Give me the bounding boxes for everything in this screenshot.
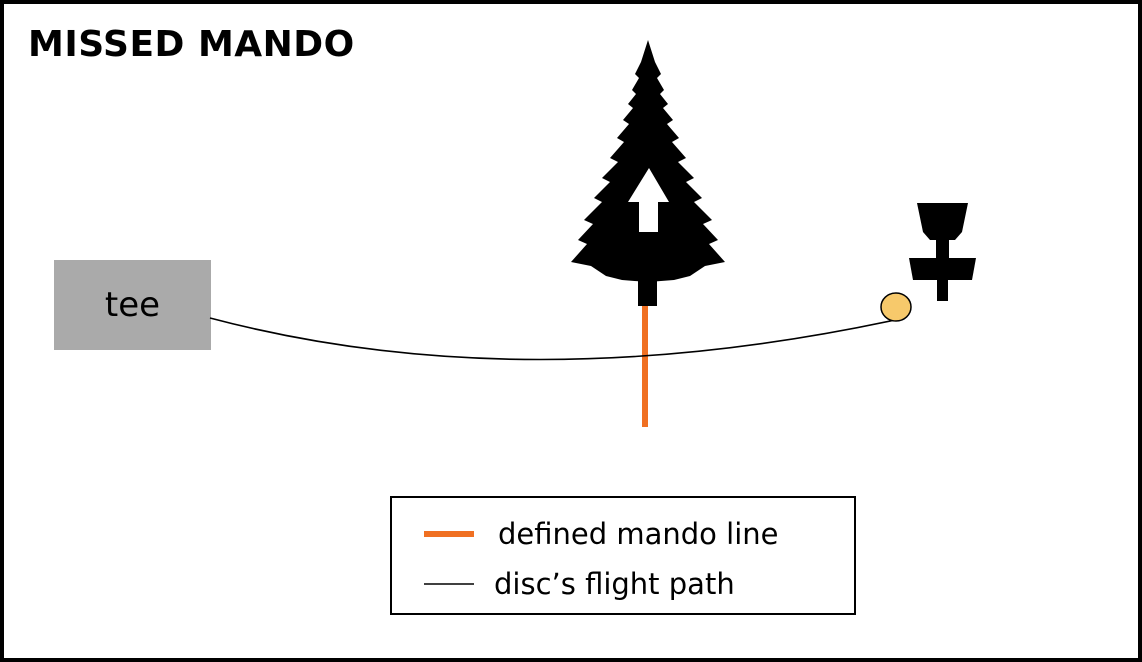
tee-box: tee: [54, 260, 211, 350]
basket-chains: [917, 203, 968, 240]
tee-box-shape: [54, 260, 211, 350]
disc-icon: [880, 292, 912, 322]
legend-item-flight-path: disc’s flight path: [392, 564, 854, 604]
legend-label-flight-path: disc’s flight path: [494, 567, 735, 601]
legend-item-mando-line: defined mando line: [392, 514, 854, 554]
flight-path: [209, 317, 896, 361]
diagram-title: MISSED MANDO: [28, 24, 355, 65]
basket-pole-lower: [937, 280, 948, 301]
pine-tree-icon: [571, 40, 725, 306]
tree-canopy: [571, 40, 725, 282]
tee-label: tee: [104, 285, 161, 325]
disc-golf-basket-icon: [909, 203, 976, 301]
legend: defined mando line disc’s flight path: [390, 496, 856, 615]
legend-swatch-mando-line: [424, 531, 474, 537]
up-arrow-icon: [628, 168, 669, 232]
legend-label-mando-line: defined mando line: [498, 517, 779, 551]
basket-tray: [909, 258, 976, 280]
basket-pole-upper: [936, 240, 949, 258]
legend-swatch-flight-path: [424, 583, 474, 585]
